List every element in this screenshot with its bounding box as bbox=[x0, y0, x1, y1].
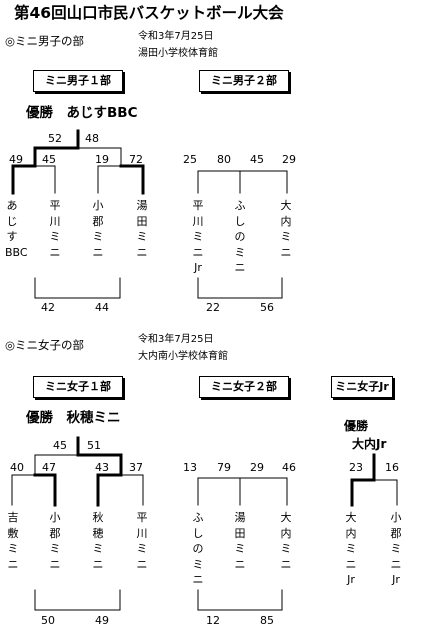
score: 48 bbox=[85, 132, 99, 145]
team-name: 大内ミニ bbox=[280, 511, 292, 571]
bracket-line bbox=[34, 165, 56, 194]
boys-div1-label: ミニ男子１部 bbox=[33, 70, 123, 92]
score: 12 bbox=[206, 614, 220, 627]
bracket-line bbox=[11, 437, 79, 506]
score: 85 bbox=[260, 614, 274, 627]
boys-venue: 湯田小学校体育館 bbox=[138, 48, 218, 59]
team-name: 湯田ミニ bbox=[136, 199, 148, 259]
score: 29 bbox=[282, 153, 296, 166]
girls-section-heading: ◎ミニ女子の部 bbox=[5, 338, 85, 352]
score: 80 bbox=[217, 153, 231, 166]
score: 45 bbox=[250, 153, 264, 166]
team-name: 小郡ミニ bbox=[92, 199, 104, 259]
score: 40 bbox=[10, 461, 24, 474]
boys-winner-label: 優勝 あじすBBC bbox=[26, 105, 138, 121]
score: 29 bbox=[250, 461, 264, 474]
score: 79 bbox=[217, 461, 231, 474]
score: 47 bbox=[42, 461, 56, 474]
team-name: ふしのミニ bbox=[192, 511, 204, 586]
bracket-line bbox=[34, 277, 121, 299]
bracket-line bbox=[119, 164, 145, 195]
score: 19 bbox=[95, 153, 109, 166]
bracket-line bbox=[120, 474, 144, 506]
bracket-line bbox=[350, 453, 376, 507]
score: 25 bbox=[183, 153, 197, 166]
team-name: 湯田ミニ bbox=[234, 511, 246, 571]
team-name: 秋穂ミニ bbox=[92, 511, 104, 571]
team-name: ふしのミニ bbox=[234, 199, 246, 274]
bracket-line bbox=[197, 277, 283, 299]
score: 56 bbox=[260, 301, 274, 314]
girls-venue: 大内南小学校体育館 bbox=[138, 351, 228, 362]
score: 22 bbox=[206, 301, 220, 314]
score: 37 bbox=[129, 461, 143, 474]
jr-winner-team: 大内Jr bbox=[352, 437, 387, 451]
score: 43 bbox=[95, 461, 109, 474]
team-name: 吉敷ミニ bbox=[7, 511, 19, 571]
score: 46 bbox=[282, 461, 296, 474]
score: 45 bbox=[53, 439, 67, 452]
score: 44 bbox=[95, 301, 109, 314]
score: 42 bbox=[41, 301, 55, 314]
page-title: 第46回山口市民バスケットボール大会 bbox=[14, 4, 284, 22]
bracket-line bbox=[197, 589, 283, 611]
score: 50 bbox=[41, 614, 55, 627]
girls-winner-label: 優勝 秋穂ミニ bbox=[26, 410, 121, 426]
bracket-line bbox=[77, 147, 122, 194]
girls-jr-label: ミニ女子Jr bbox=[331, 376, 393, 398]
bracket-line bbox=[197, 477, 288, 506]
jr-winner-label: 優勝 bbox=[344, 419, 369, 433]
score: 49 bbox=[95, 614, 109, 627]
boys-div2-label: ミニ男子２部 bbox=[199, 70, 289, 92]
bracket-line bbox=[373, 479, 398, 506]
team-name: 平川ミニ bbox=[136, 511, 148, 571]
girls-date: 令和3年7月25日 bbox=[138, 334, 214, 345]
bracket-line bbox=[11, 129, 80, 195]
bracket-line bbox=[33, 473, 57, 507]
score: 49 bbox=[9, 153, 23, 166]
girls-div2-label: ミニ女子２部 bbox=[199, 376, 289, 398]
boys-section-heading: ◎ミニ男子の部 bbox=[5, 34, 85, 48]
team-name: 大内ミニJr bbox=[345, 511, 357, 586]
score: 13 bbox=[183, 461, 197, 474]
team-name: 大内ミニ bbox=[280, 199, 292, 259]
bracket-line bbox=[197, 170, 288, 194]
score: 23 bbox=[349, 461, 363, 474]
score: 51 bbox=[87, 439, 101, 452]
score: 52 bbox=[48, 132, 62, 145]
boys-date: 令和3年7月25日 bbox=[138, 31, 214, 42]
score: 45 bbox=[42, 153, 56, 166]
team-name: 平川ミニJr bbox=[192, 199, 204, 274]
score: 16 bbox=[385, 461, 399, 474]
team-name: 小郡ミニJr bbox=[390, 511, 402, 586]
team-name: 平川ミニ bbox=[49, 199, 61, 259]
bracket-line bbox=[34, 589, 121, 611]
score: 72 bbox=[129, 153, 143, 166]
team-name: 小郡ミニ bbox=[49, 511, 61, 571]
girls-div1-label: ミニ女子１部 bbox=[33, 376, 123, 398]
bracket-line bbox=[76, 436, 123, 507]
